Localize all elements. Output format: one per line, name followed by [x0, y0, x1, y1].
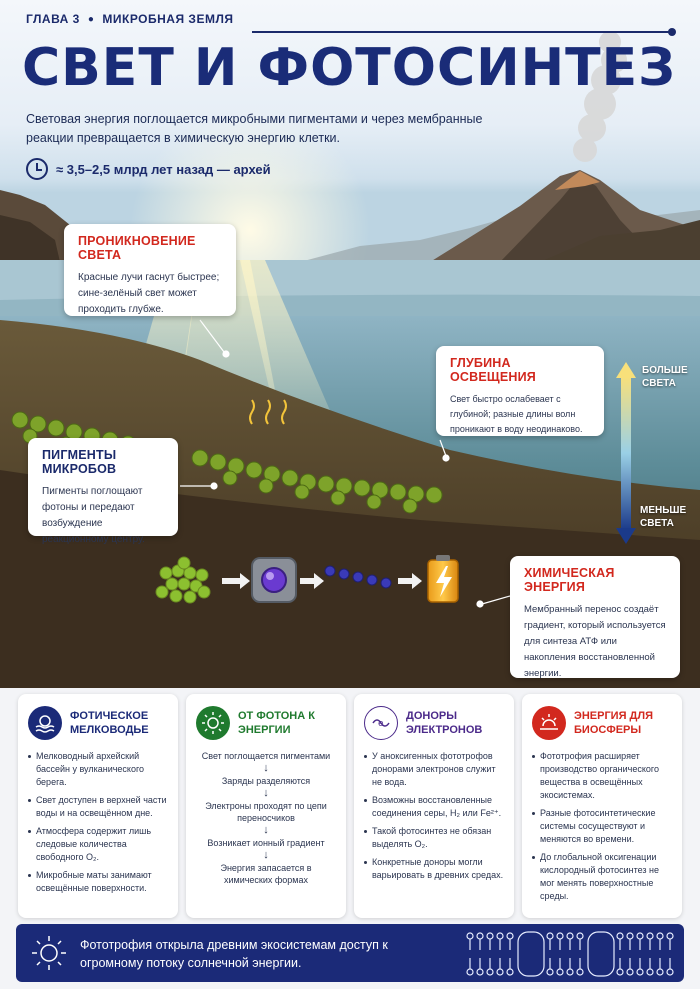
footer-text: Фототрофия открыла древним экосистемам д…	[80, 938, 388, 970]
list-item: Конкретные доноры могли варьировать в др…	[364, 856, 504, 882]
list-item: До глобальной оксигенации кислородный фо…	[532, 851, 672, 903]
list-item: Возможны восстановленные соединения серы…	[364, 794, 504, 820]
callout-light-penetration: ПРОНИКНОВЕНИЕ СВЕТА Красные лучи гаснут …	[64, 224, 236, 316]
list-item: Атмосфера содержит лишь следовые количес…	[28, 825, 168, 864]
callout-text: Мембранный перенос создаёт градиент, кот…	[524, 604, 666, 679]
timeline-text: ≈ 3,5–2,5 млрд лет назад — архей	[56, 161, 271, 177]
callout-microbe-pigments: ПИГМЕНТЫ МИКРОБОВ Пигменты поглощают фот…	[28, 438, 178, 545]
scale-label-less-light: МЕНЬШЕ СВЕТА	[640, 505, 687, 529]
callout-title: ПИГМЕНТЫ МИКРОБОВ	[42, 448, 117, 476]
arrow-down-icon: ↓	[263, 787, 269, 799]
card-title: ДОНОРЫ ЭЛЕКТРОНОВ	[406, 710, 483, 736]
card-electron-donors: e ДОНОРЫ ЭЛЕКТРОНОВ У аноксигенных фотот…	[354, 694, 514, 918]
scale-label-more-light: БОЛЬШЕ СВЕТА	[642, 365, 688, 389]
page-title: СВЕТ И ФОТОСИНТЕЗ	[22, 38, 677, 98]
sun-icon	[196, 706, 230, 740]
callout-light-depth: ГЛУБИНА ОСВЕЩЕНИЯ Свет быстро ослабевает…	[436, 346, 604, 436]
list-item: У аноксигенных фототрофов донорами элект…	[364, 750, 504, 789]
card-title: ОТ ФОТОНА К ЭНЕРГИИ	[238, 710, 315, 736]
flow-step: Свет поглощается пигментами	[201, 751, 331, 761]
membrane-icon	[466, 931, 674, 977]
timeline: ≈ 3,5–2,5 млрд лет назад — архей	[26, 158, 271, 180]
chapter-heading: ГЛАВА 3 ● МИКРОБНАЯ ЗЕМЛЯ	[26, 12, 234, 26]
flow-step: Энергия запасается в химических формах	[220, 863, 312, 885]
list-item: Фототрофия расширяет производство органи…	[532, 750, 672, 802]
callout-text: Свет быстро ослабевает с глубиной; разны…	[450, 394, 583, 434]
svg-text:e: e	[378, 719, 384, 729]
process-flow: Свет поглощается пигментами ↓ Заряды раз…	[196, 750, 336, 886]
list-item: Свет доступен в верхней части воды и на …	[28, 794, 168, 820]
water-sun-icon	[28, 706, 62, 740]
electron-icon: e	[364, 706, 398, 740]
callout-text: Красные лучи гаснут быстрее; сине-зелёны…	[78, 272, 220, 315]
card-photon-to-energy: ОТ ФОТОНА К ЭНЕРГИИ Свет поглощается пиг…	[186, 694, 346, 918]
flow-step: Заряды разделяются	[221, 776, 311, 786]
callout-chemical-energy: ХИМИЧЕСКАЯ ЭНЕРГИЯ Мембранный перенос со…	[510, 556, 680, 679]
callout-title: ГЛУБИНА ОСВЕЩЕНИЯ	[450, 356, 536, 384]
callout-title: ПРОНИКНОВЕНИЕ СВЕТА	[78, 234, 196, 262]
separator-dot-icon: ●	[87, 13, 95, 25]
callout-text: Пигменты поглощают фотоны и передают воз…	[42, 486, 145, 545]
card-biosphere-energy: ЭНЕРГИЯ ДЛЯ БИОСФЕРЫ Фототрофия расширяе…	[522, 694, 682, 918]
hero-scene: ГЛАВА 3 ● МИКРОБНАЯ ЗЕМЛЯ СВЕТ И ФОТОСИН…	[0, 0, 700, 688]
sun-icon	[32, 936, 66, 970]
card-title: ЭНЕРГИЯ ДЛЯ БИОСФЕРЫ	[574, 710, 654, 736]
chapter-section: МИКРОБНАЯ ЗЕМЛЯ	[102, 12, 234, 26]
sunrise-icon	[532, 706, 566, 740]
card-photic-shallows: ФОТИЧЕСКОЕ МЕЛКОВОДЬЕ Мелководный архейс…	[18, 694, 178, 918]
list-item: Микробные маты занимают освещённые повер…	[28, 869, 168, 895]
arrow-down-icon: ↓	[263, 849, 269, 861]
callout-title: ХИМИЧЕСКАЯ ЭНЕРГИЯ	[524, 566, 615, 594]
flow-step: Электроны проходят по цепи переносчиков	[205, 801, 327, 823]
info-cards: ФОТИЧЕСКОЕ МЕЛКОВОДЬЕ Мелководный архейс…	[18, 694, 682, 918]
list-item: Такой фотосинтез не обязан выделять O₂.	[364, 825, 504, 851]
list-item: Разные фотосинтетические системы сосущес…	[532, 807, 672, 846]
chapter-rule	[252, 28, 676, 36]
page-subtitle: Световая энергия поглощается микробными …	[26, 112, 483, 145]
clock-icon	[26, 158, 48, 180]
flow-step: Возникает ионный градиент	[207, 838, 325, 848]
chapter-number: ГЛАВА 3	[26, 12, 80, 26]
card-title: ФОТИЧЕСКОЕ МЕЛКОВОДЬЕ	[70, 710, 149, 736]
arrow-down-icon: ↓	[263, 762, 269, 774]
footer-banner: Фототрофия открыла древним экосистемам д…	[16, 924, 684, 982]
list-item: Мелководный архейский бассейн у вулканич…	[28, 750, 168, 789]
arrow-down-icon: ↓	[263, 824, 269, 836]
